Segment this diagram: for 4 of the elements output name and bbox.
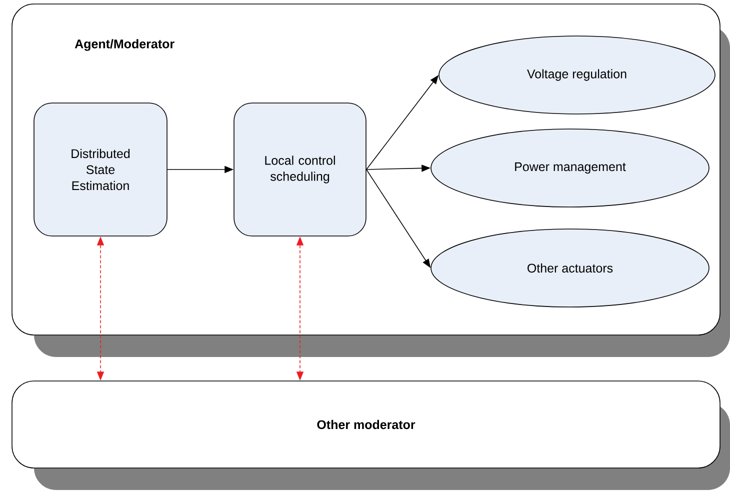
process-box: Distributed State Estimation bbox=[34, 102, 168, 236]
moderator-band: Other moderator bbox=[12, 380, 730, 490]
process-box: Local control scheduling bbox=[234, 102, 366, 236]
heading: Agent/Moderator bbox=[74, 39, 174, 51]
